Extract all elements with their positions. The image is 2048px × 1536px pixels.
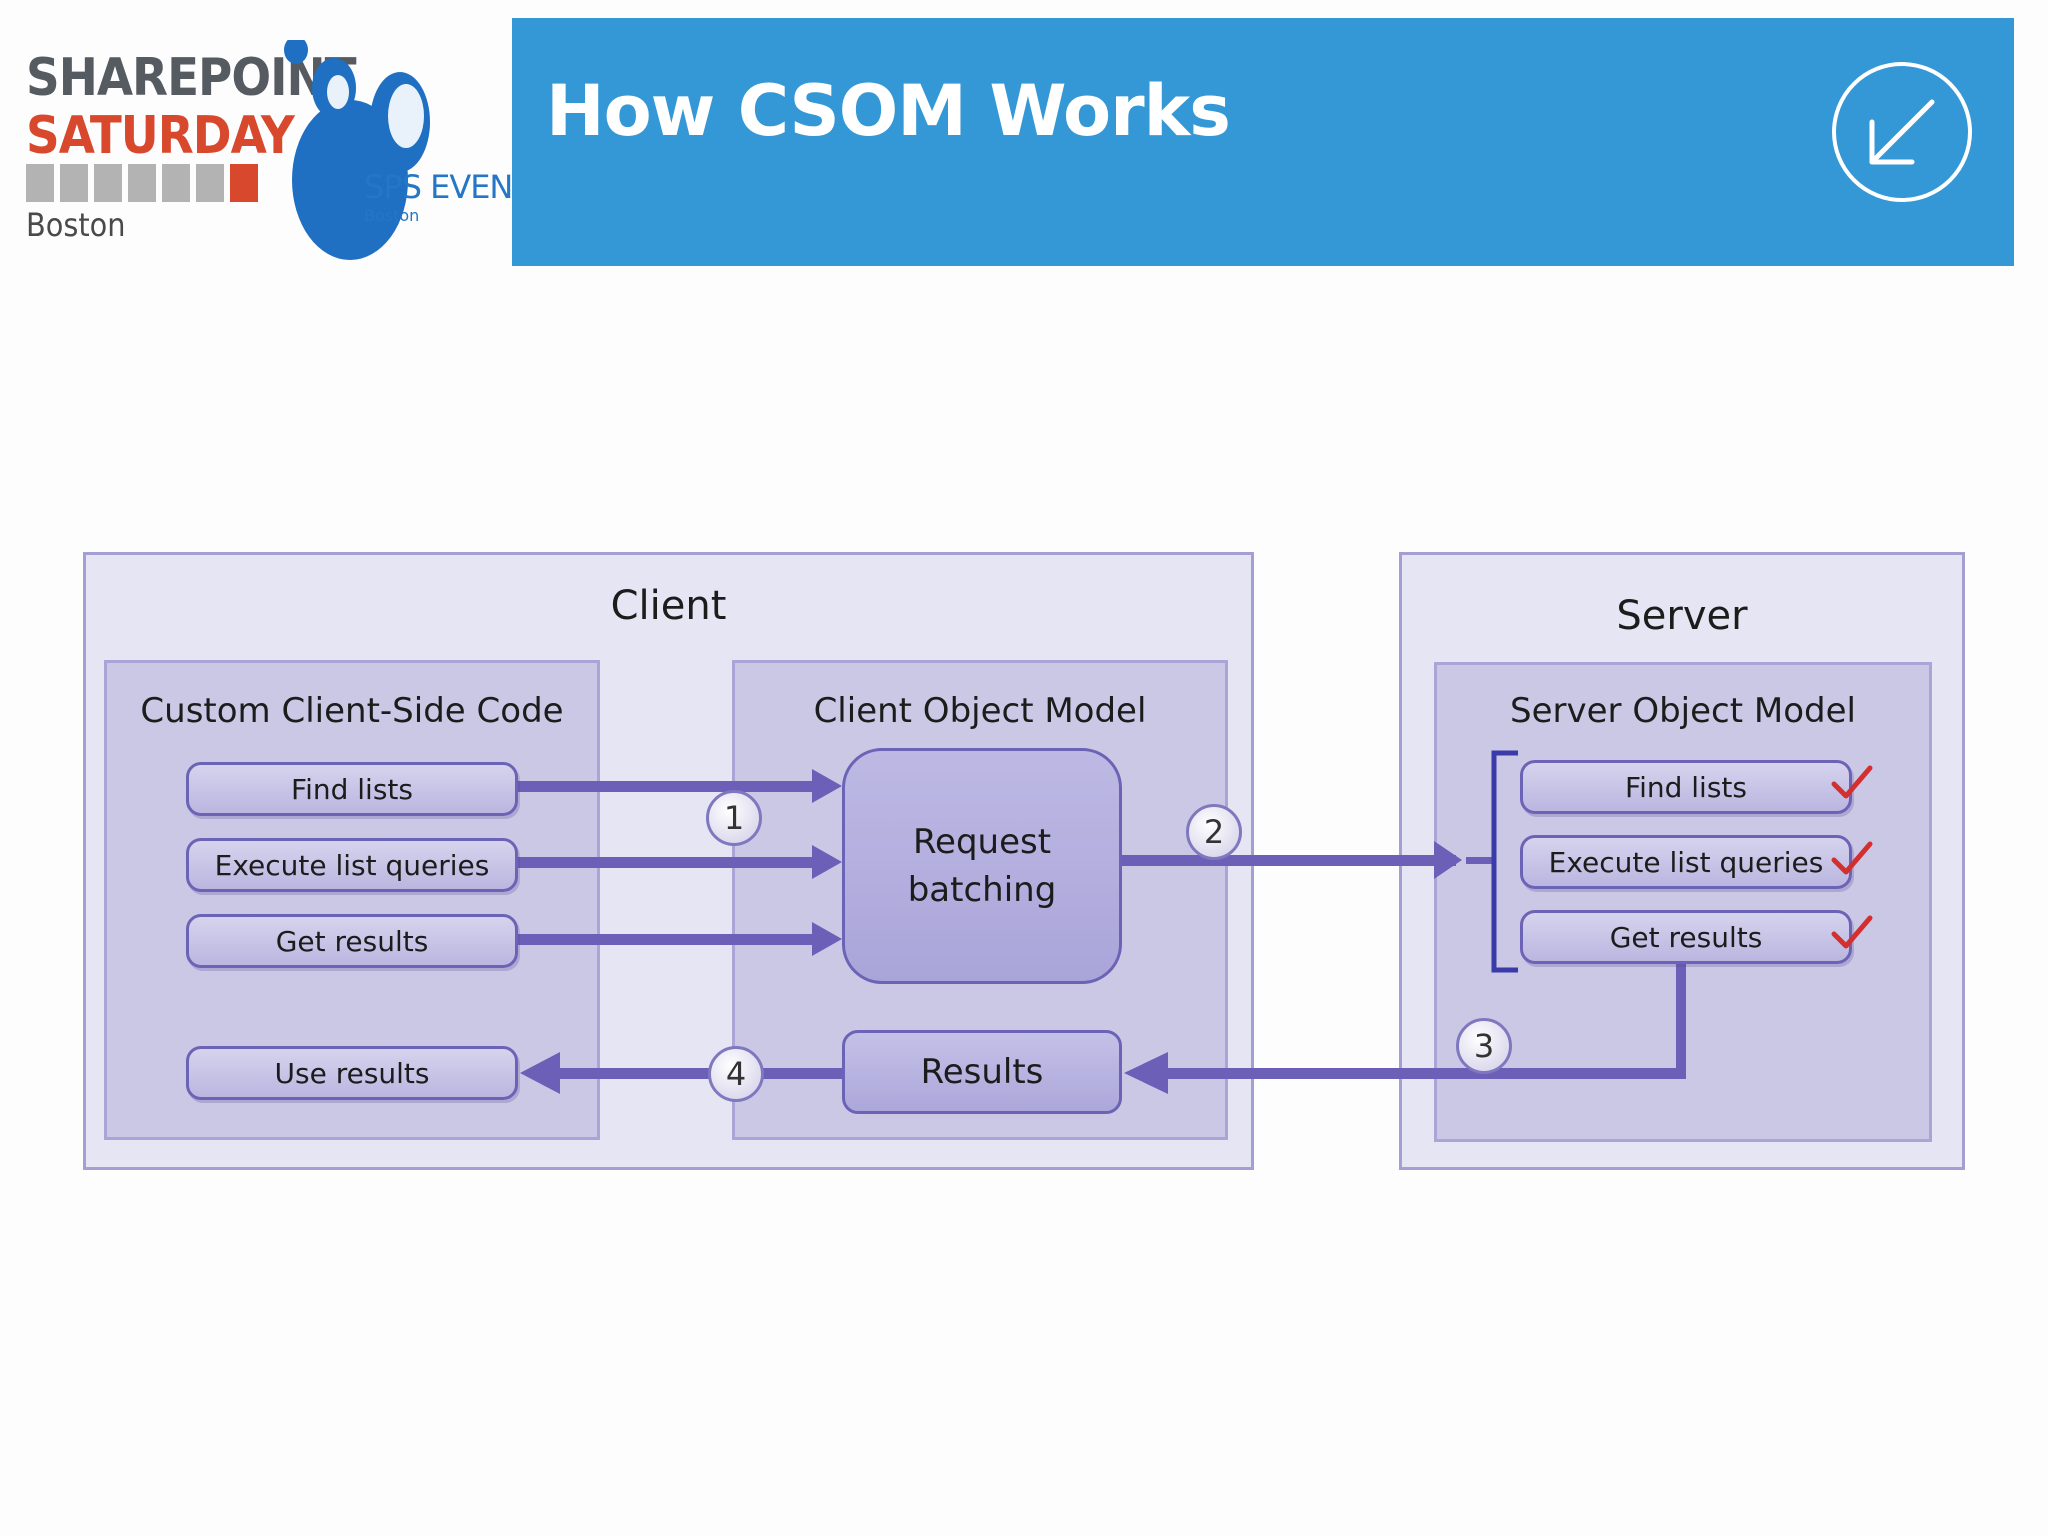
results-box: Results bbox=[842, 1030, 1122, 1114]
checkmark-icon bbox=[1831, 915, 1873, 949]
arrow-execute-queries bbox=[518, 857, 812, 868]
request-batching-line2: batching bbox=[907, 870, 1057, 910]
checkmark-icon bbox=[1831, 765, 1873, 799]
arrow-to-server bbox=[1120, 855, 1456, 866]
logo-city: Boston bbox=[26, 206, 126, 244]
sps-events-icon bbox=[284, 40, 430, 260]
server-execute-queries: Execute list queries bbox=[1520, 835, 1852, 889]
slide-title: How CSOM Works bbox=[546, 70, 1231, 152]
arrow-get-results bbox=[518, 934, 812, 945]
step-4-badge: 4 bbox=[708, 1046, 764, 1102]
logo-sps-city: Boston bbox=[364, 206, 420, 225]
step-3-badge: 3 bbox=[1456, 1018, 1512, 1074]
client-execute-queries: Execute list queries bbox=[186, 838, 518, 892]
logo-squares bbox=[26, 164, 258, 202]
checkmark-icon bbox=[1831, 841, 1873, 875]
client-find-lists: Find lists bbox=[186, 762, 518, 816]
request-batching-box: Request batching bbox=[842, 748, 1122, 984]
slide-header: How CSOM Works bbox=[512, 18, 2014, 266]
client-get-results: Get results bbox=[186, 914, 518, 968]
step-2-badge: 2 bbox=[1186, 804, 1242, 860]
client-object-model-title: Client Object Model bbox=[813, 691, 1147, 731]
sharepoint-saturday-logo: SHAREPOINT SATURDAY Boston SPS EVENTS Bo… bbox=[20, 40, 551, 270]
step-1-badge: 1 bbox=[706, 790, 762, 846]
server-find-lists: Find lists bbox=[1520, 760, 1852, 814]
server-bracket bbox=[1491, 750, 1518, 973]
server-get-results: Get results bbox=[1520, 910, 1852, 964]
custom-code-title: Custom Client-Side Code bbox=[140, 691, 564, 731]
server-object-model-title: Server Object Model bbox=[1510, 691, 1856, 731]
server-title: Server bbox=[1616, 593, 1748, 639]
client-use-results: Use results bbox=[186, 1046, 518, 1100]
request-batching-line1: Request bbox=[912, 822, 1052, 862]
arrow-from-server bbox=[1676, 962, 1686, 1078]
client-title: Client bbox=[610, 583, 727, 629]
arrow-find-lists bbox=[518, 781, 812, 792]
arrow-to-client-code bbox=[560, 1068, 842, 1079]
arrow-down-left-circle-icon[interactable] bbox=[1830, 60, 1974, 204]
logo-line-saturday: SATURDAY bbox=[26, 106, 295, 166]
